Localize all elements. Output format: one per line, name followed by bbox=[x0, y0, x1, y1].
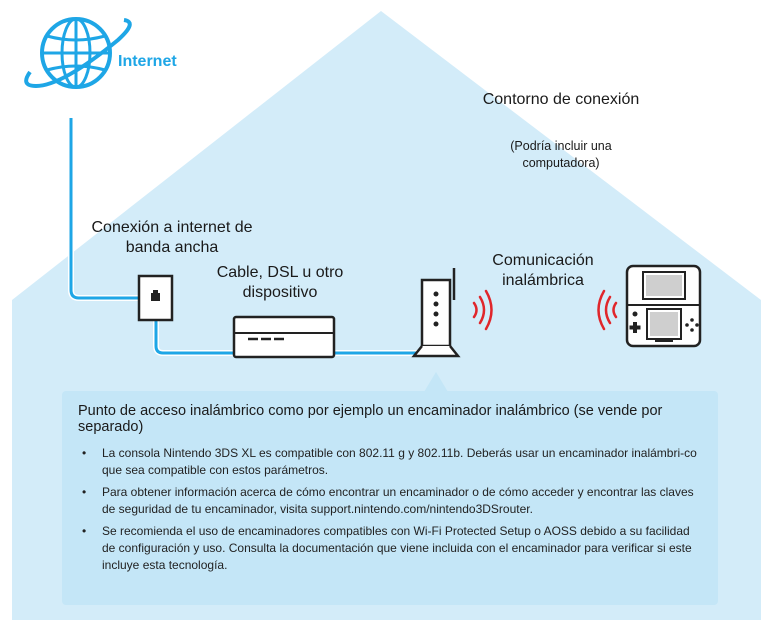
globe-icon bbox=[24, 7, 132, 99]
list-item: • Para obtener información acerca de cómo… bbox=[76, 484, 704, 519]
3ds-console-icon bbox=[625, 264, 702, 348]
cable-device-label: Cable, DSL u otro dispositivo bbox=[216, 264, 344, 301]
broadband-label: Conexión a internet de banda ancha bbox=[91, 219, 253, 256]
wall-socket-icon bbox=[137, 274, 174, 322]
router-icon bbox=[411, 268, 461, 358]
wifi-signal-icon bbox=[472, 289, 493, 331]
list-item-text: Para obtener información acerca de cómo … bbox=[102, 484, 694, 517]
list-item-text: La consola Nintendo 3DS XL es compatible… bbox=[102, 446, 697, 478]
bullet-icon: • bbox=[82, 523, 87, 538]
internet-label: Internet bbox=[118, 53, 177, 70]
info-box-title: Punto de acceso inalámbrico como por eje… bbox=[78, 403, 663, 435]
home-outline-subtitle: (Podría incluir una computadora) bbox=[510, 139, 612, 170]
infobox-pointer bbox=[424, 372, 448, 392]
list-item-text: Se recomienda el uso de encaminadores co… bbox=[102, 523, 692, 573]
modem-icon bbox=[232, 315, 336, 359]
access-point-info-box: Punto de acceso inalámbrico como por eje… bbox=[62, 391, 718, 605]
info-bullet-list: • La consola Nintendo 3DS XL es compatibl… bbox=[76, 445, 704, 575]
wireless-communication-label: Comunicación inalámbrica bbox=[492, 252, 594, 289]
bullet-icon: • bbox=[82, 484, 87, 499]
bullet-icon: • bbox=[82, 446, 87, 460]
home-outline-title: Contorno de conexión bbox=[482, 91, 640, 108]
list-item: • La consola Nintendo 3DS XL es compatibl… bbox=[76, 445, 704, 480]
console-signal-icon bbox=[597, 289, 618, 331]
list-item: • Se recomienda el uso de encaminadores c… bbox=[76, 523, 704, 575]
